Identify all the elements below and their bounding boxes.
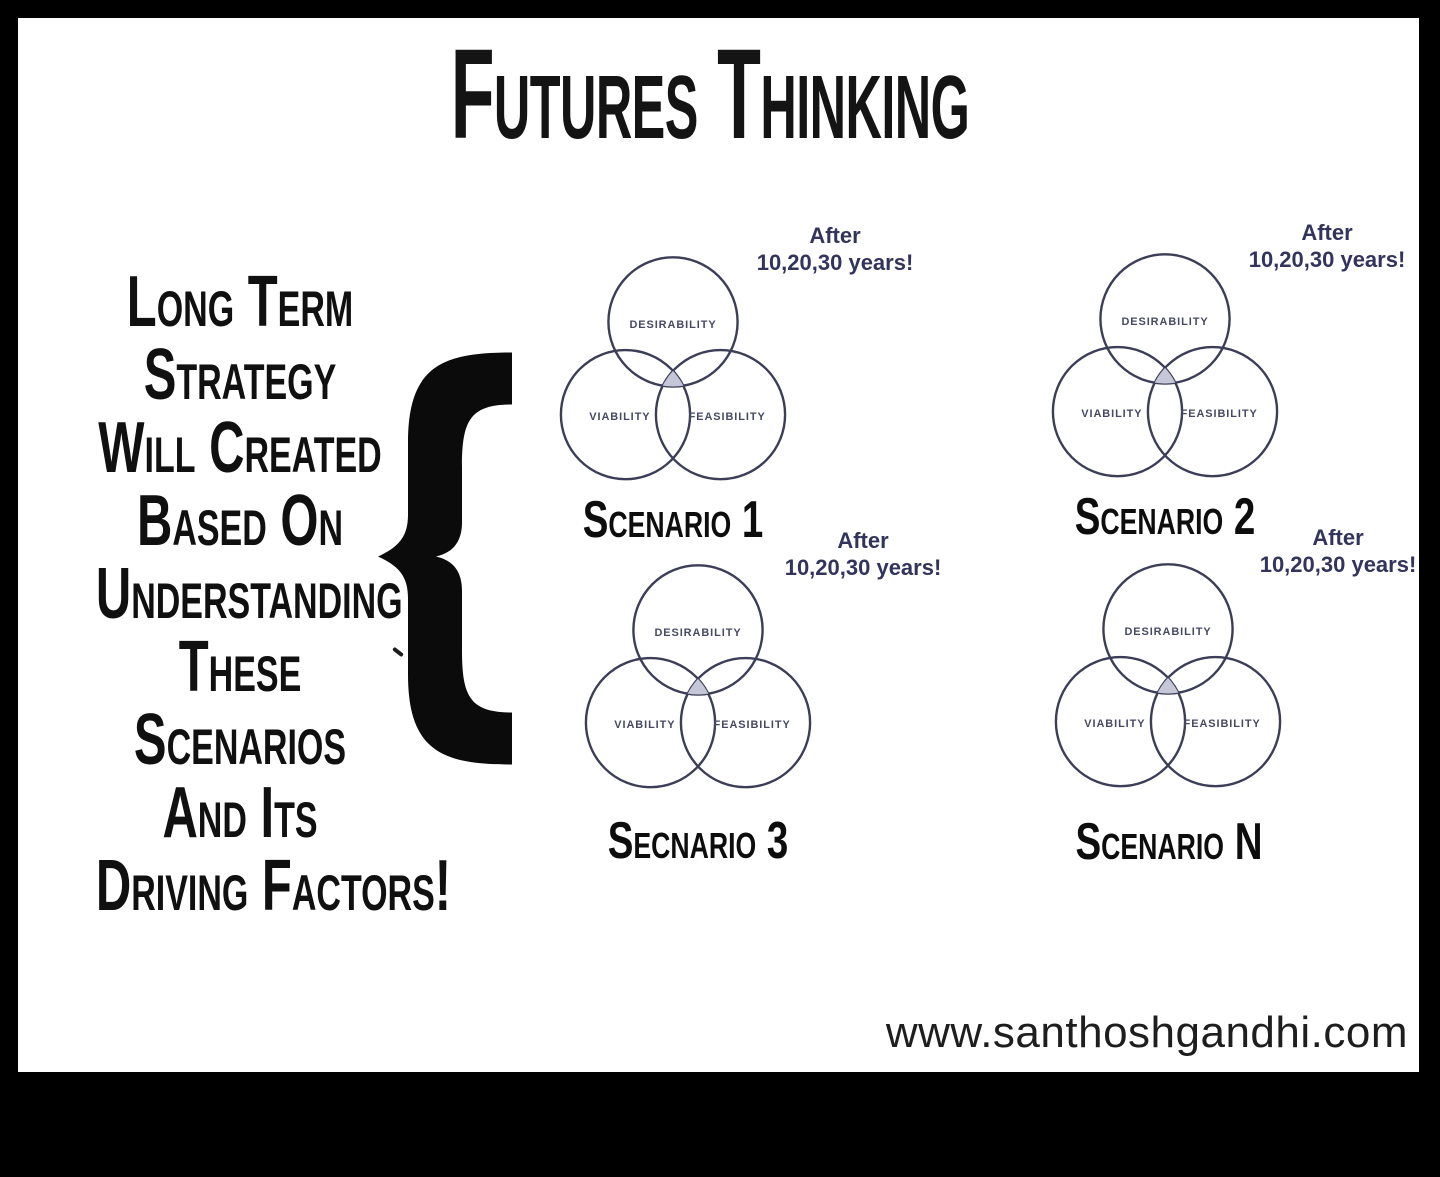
infographic-canvas — [18, 18, 1419, 1072]
venn-label-desirability: DESIRABILITY — [654, 627, 741, 639]
statement-line: Understanding — [95, 554, 403, 634]
statement-line: These — [178, 627, 302, 707]
scenario-1-group: After 10,20,30 years! DESIRABILITY VIABIL… — [548, 222, 978, 567]
statement-line: Based On — [136, 481, 344, 561]
venn-circle-desirability — [607, 256, 739, 388]
statement-line: Driving Factors! — [95, 846, 452, 926]
after-line: After — [1301, 220, 1353, 245]
venn-circle-desirability — [1099, 253, 1231, 385]
venn-circle-viability — [1051, 345, 1184, 478]
venn-center-intersection — [1157, 677, 1179, 694]
venn-circle-feasibility — [679, 656, 812, 789]
scenario-3-group: After 10,20,30 years! DESIRABILITY VIABIL… — [573, 527, 1003, 872]
website-url: www.santhoshgandhi.com — [885, 1008, 1408, 1057]
venn-circle-viability — [584, 656, 717, 789]
venn-label-feasibility: FEASIBILITY — [1181, 408, 1258, 420]
venn-label-feasibility: FEASIBILITY — [714, 719, 791, 731]
venn-label-feasibility: FEASIBILITY — [1184, 718, 1261, 730]
page-title-text: Futures Thinking — [450, 23, 969, 166]
venn-circle-viability — [559, 348, 692, 481]
venn-center-intersection — [1154, 367, 1176, 384]
venn-label-viability: VIABILITY — [614, 719, 675, 731]
curly-brace-shape — [378, 352, 512, 765]
scenario-2-label: Scenario 2 — [1074, 488, 1256, 546]
statement-line: Strategy — [143, 335, 337, 415]
after-line: After — [809, 223, 861, 248]
statement-line: And Its — [162, 773, 318, 853]
venn-svg: DESIRABILITY VIABILITY FEASIBILITY — [559, 256, 787, 481]
venn-diagram-scenario-n: DESIRABILITY VIABILITY FEASIBILITY — [1043, 556, 1293, 796]
venn-label-desirability: DESIRABILITY — [629, 319, 716, 331]
after-line: After — [837, 528, 889, 553]
venn-svg: DESIRABILITY VIABILITY FEASIBILITY — [1054, 563, 1282, 788]
after-years-caption: After 10,20,30 years! — [778, 527, 948, 581]
statement-line: Scenarios — [133, 700, 347, 780]
venn-svg: DESIRABILITY VIABILITY FEASIBILITY — [1051, 253, 1279, 478]
curly-brace-icon — [378, 350, 512, 767]
venn-circle-desirability — [1102, 563, 1234, 695]
venn-diagram-scenario-3: DESIRABILITY VIABILITY FEASIBILITY — [573, 557, 823, 797]
page-title: Futures Thinking — [0, 30, 1419, 160]
after-line: 10,20,30 years! — [1248, 247, 1406, 272]
venn-circle-feasibility — [1149, 655, 1282, 788]
statement-line: Long Term — [126, 262, 354, 342]
after-years-caption: After 10,20,30 years! — [1253, 524, 1423, 578]
venn-label-viability: VIABILITY — [1081, 408, 1142, 420]
scenario-1-label: Scenario 1 — [582, 491, 764, 549]
statement-line: Will Created — [98, 408, 382, 488]
venn-center-intersection — [687, 678, 709, 695]
venn-label-desirability: DESIRABILITY — [1121, 316, 1208, 328]
after-line: 10,20,30 years! — [784, 555, 942, 580]
venn-circle-desirability — [632, 564, 764, 696]
venn-circle-feasibility — [1146, 345, 1279, 478]
left-statement: Long Term Strategy Will Created Based On… — [28, 266, 452, 923]
venn-svg: DESIRABILITY VIABILITY FEASIBILITY — [584, 564, 812, 789]
venn-label-viability: VIABILITY — [1084, 718, 1145, 730]
venn-center-intersection — [662, 370, 684, 387]
after-line: 10,20,30 years! — [756, 250, 914, 275]
venn-label-feasibility: FEASIBILITY — [689, 411, 766, 423]
venn-diagram-scenario-1: DESIRABILITY VIABILITY FEASIBILITY — [548, 249, 798, 489]
scenario-2-group: After 10,20,30 years! DESIRABILITY VIABIL… — [1040, 219, 1440, 564]
scenario-n-group: After 10,20,30 years! DESIRABILITY VIABIL… — [1043, 524, 1440, 869]
after-years-caption: After 10,20,30 years! — [750, 222, 920, 276]
after-line: 10,20,30 years! — [1259, 552, 1417, 577]
scenario-n-label: Scenario N — [1075, 813, 1263, 871]
venn-circle-viability — [1054, 655, 1187, 788]
venn-diagram-scenario-2: DESIRABILITY VIABILITY FEASIBILITY — [1040, 246, 1290, 486]
venn-circle-feasibility — [654, 348, 787, 481]
after-years-caption: After 10,20,30 years! — [1242, 219, 1412, 273]
venn-label-desirability: DESIRABILITY — [1124, 626, 1211, 638]
scenario-3-label: Secnario 3 — [607, 812, 789, 870]
after-line: After — [1312, 525, 1364, 550]
venn-label-viability: VIABILITY — [589, 411, 650, 423]
